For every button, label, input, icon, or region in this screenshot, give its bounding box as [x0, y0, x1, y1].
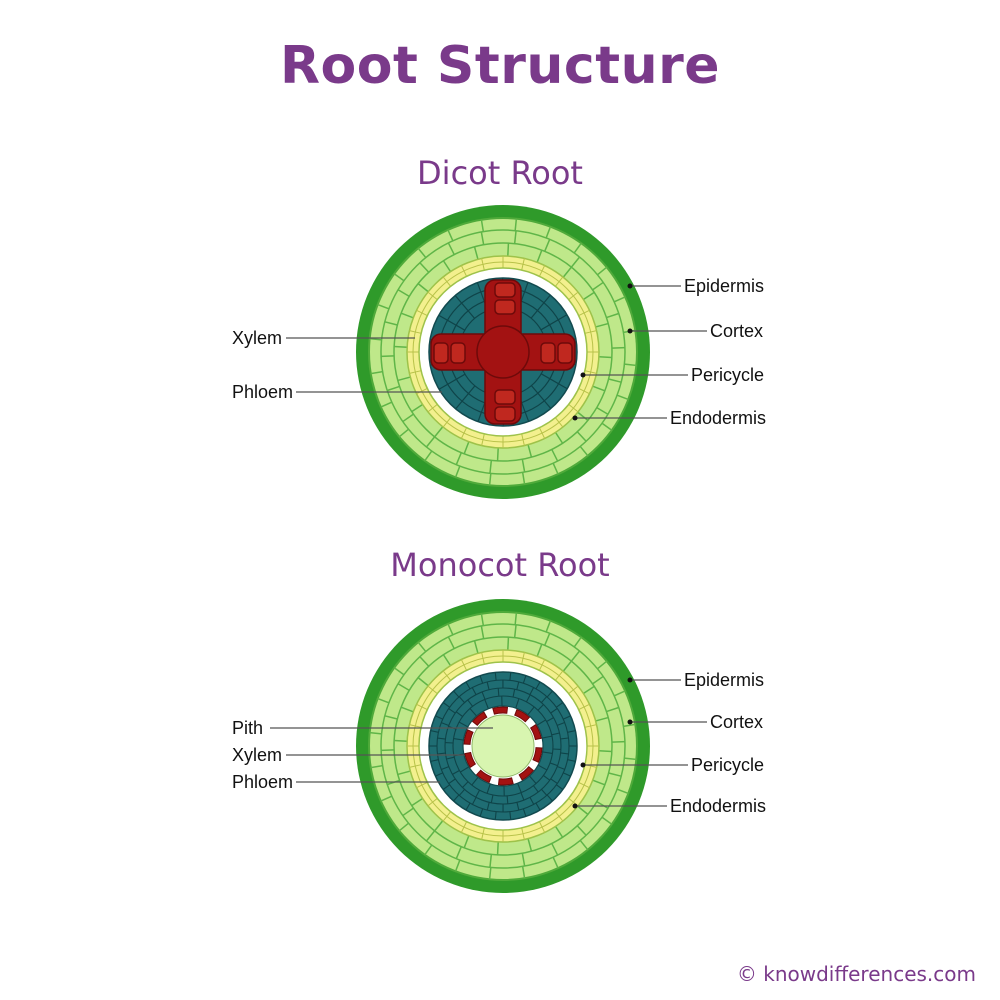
svg-text:Pith: Pith	[232, 718, 263, 738]
monocot-label-pericycle: Pericycle	[580, 755, 764, 775]
monocot-xylem-strand	[471, 711, 488, 726]
dicot-root-diagram: Xylem Phloem Epidermis Cortex Pericycle …	[232, 205, 766, 499]
dicot-label-endodermis: Endodermis	[572, 408, 766, 428]
dicot-label-phloem: Phloem	[232, 382, 442, 402]
monocot-root-diagram: Pith Xylem Phloem Epidermis Cortex Peric…	[232, 599, 766, 893]
monocot-label-cortex: Cortex	[627, 712, 763, 732]
monocot-label-xylem: Xylem	[232, 745, 464, 765]
monocot-cross-section	[356, 599, 650, 893]
dicot-label-xylem: Xylem	[232, 328, 415, 348]
monocot-xylem-strand	[492, 706, 509, 715]
dicot-label-pericycle: Pericycle	[580, 365, 764, 385]
monocot-xylem-strand	[475, 769, 492, 784]
monocot-xylem-strand	[514, 708, 531, 723]
dicot-label-cortex: Cortex	[627, 321, 763, 341]
monocot-xylem-strand	[518, 766, 535, 781]
svg-text:Pericycle: Pericycle	[691, 365, 764, 385]
svg-text:Epidermis: Epidermis	[684, 276, 764, 296]
monocot-xylem-strand	[529, 723, 542, 741]
monocot-label-phloem: Phloem	[232, 772, 440, 792]
svg-text:Xylem: Xylem	[232, 328, 282, 348]
monocot-label-pith: Pith	[232, 718, 493, 738]
monocot-xylem-strand	[497, 777, 514, 786]
dicot-label-epidermis: Epidermis	[627, 276, 764, 296]
monocot-pith	[471, 714, 535, 778]
svg-text:Phloem: Phloem	[232, 382, 293, 402]
monocot-label-epidermis: Epidermis	[627, 670, 764, 690]
dicot-cross-section	[356, 205, 650, 499]
svg-text:Phloem: Phloem	[232, 772, 293, 792]
monocot-label-endodermis: Endodermis	[572, 796, 766, 816]
monocot-xylem-strand	[463, 729, 474, 745]
monocot-xylem-strand	[532, 747, 543, 763]
svg-text:Epidermis: Epidermis	[684, 670, 764, 690]
dicot-root-title: Dicot Root	[417, 154, 583, 192]
svg-text:Xylem: Xylem	[232, 745, 282, 765]
monocot-xylem-strand	[464, 751, 477, 769]
dicot-xylem-cross	[430, 279, 576, 425]
svg-text:Cortex: Cortex	[710, 712, 763, 732]
svg-text:Endodermis: Endodermis	[670, 796, 766, 816]
monocot-root-title: Monocot Root	[390, 546, 610, 584]
site-credit: © knowdifferences.com	[736, 962, 976, 986]
svg-text:Cortex: Cortex	[710, 321, 763, 341]
page-title: Root Structure	[279, 36, 721, 96]
svg-text:Pericycle: Pericycle	[691, 755, 764, 775]
svg-text:Endodermis: Endodermis	[670, 408, 766, 428]
